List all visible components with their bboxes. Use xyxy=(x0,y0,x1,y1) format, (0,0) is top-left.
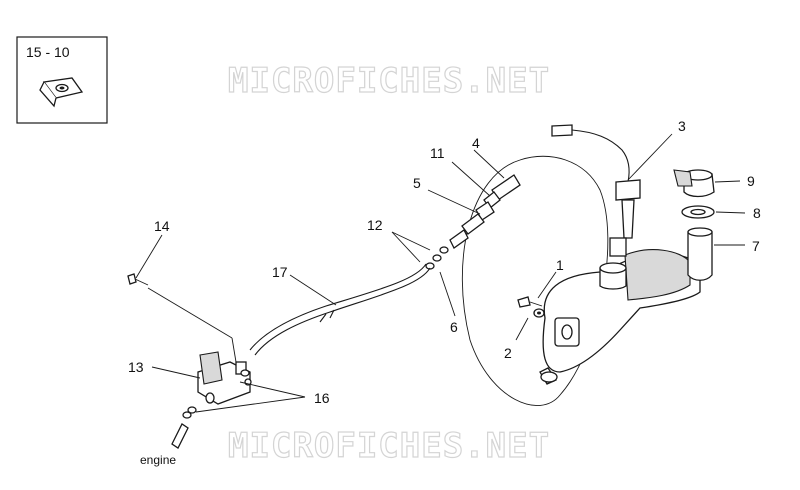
washers-16 xyxy=(182,378,252,419)
filler-cap xyxy=(673,169,715,198)
callout-11: 11 xyxy=(430,145,445,161)
engine-label: engine xyxy=(140,453,176,467)
watermark-top: MICROFICHES.NET xyxy=(228,61,550,101)
leader-lines xyxy=(135,133,746,413)
callout-6: 6 xyxy=(450,319,458,335)
watermark-bottom: MICROFICHES.NET xyxy=(228,426,550,466)
pump-bracket xyxy=(197,351,251,405)
callout-17: 17 xyxy=(272,264,288,280)
screw-14 xyxy=(127,273,149,286)
callout-7: 7 xyxy=(752,238,760,254)
hose-17-inner xyxy=(249,263,427,351)
inset-box: 15 - 10 xyxy=(16,36,108,124)
washer-2 xyxy=(533,308,545,318)
reservoir-tank xyxy=(539,227,713,385)
callout-2: 2 xyxy=(504,345,512,361)
pump-nozzle xyxy=(449,174,521,249)
level-sensor xyxy=(551,124,641,257)
hose-clamps xyxy=(425,246,449,270)
callout-9: 9 xyxy=(747,173,755,189)
callout-12: 12 xyxy=(367,217,383,233)
hose-17 xyxy=(254,267,431,356)
callout-13: 13 xyxy=(128,359,144,375)
callout-14: 14 xyxy=(154,218,170,234)
callout-5: 5 xyxy=(413,175,421,191)
inset-label: 15 - 10 xyxy=(26,44,70,60)
callout-8: 8 xyxy=(753,205,761,221)
callout-16: 16 xyxy=(314,390,330,406)
callout-3: 3 xyxy=(678,118,686,134)
engine-hose xyxy=(171,423,189,449)
clip-nut-icon xyxy=(39,77,84,108)
loop-hose xyxy=(461,155,609,406)
callout-1: 1 xyxy=(556,257,564,273)
screw-1 xyxy=(517,296,543,308)
callout-4: 4 xyxy=(472,135,480,151)
seal-ring xyxy=(681,205,715,219)
